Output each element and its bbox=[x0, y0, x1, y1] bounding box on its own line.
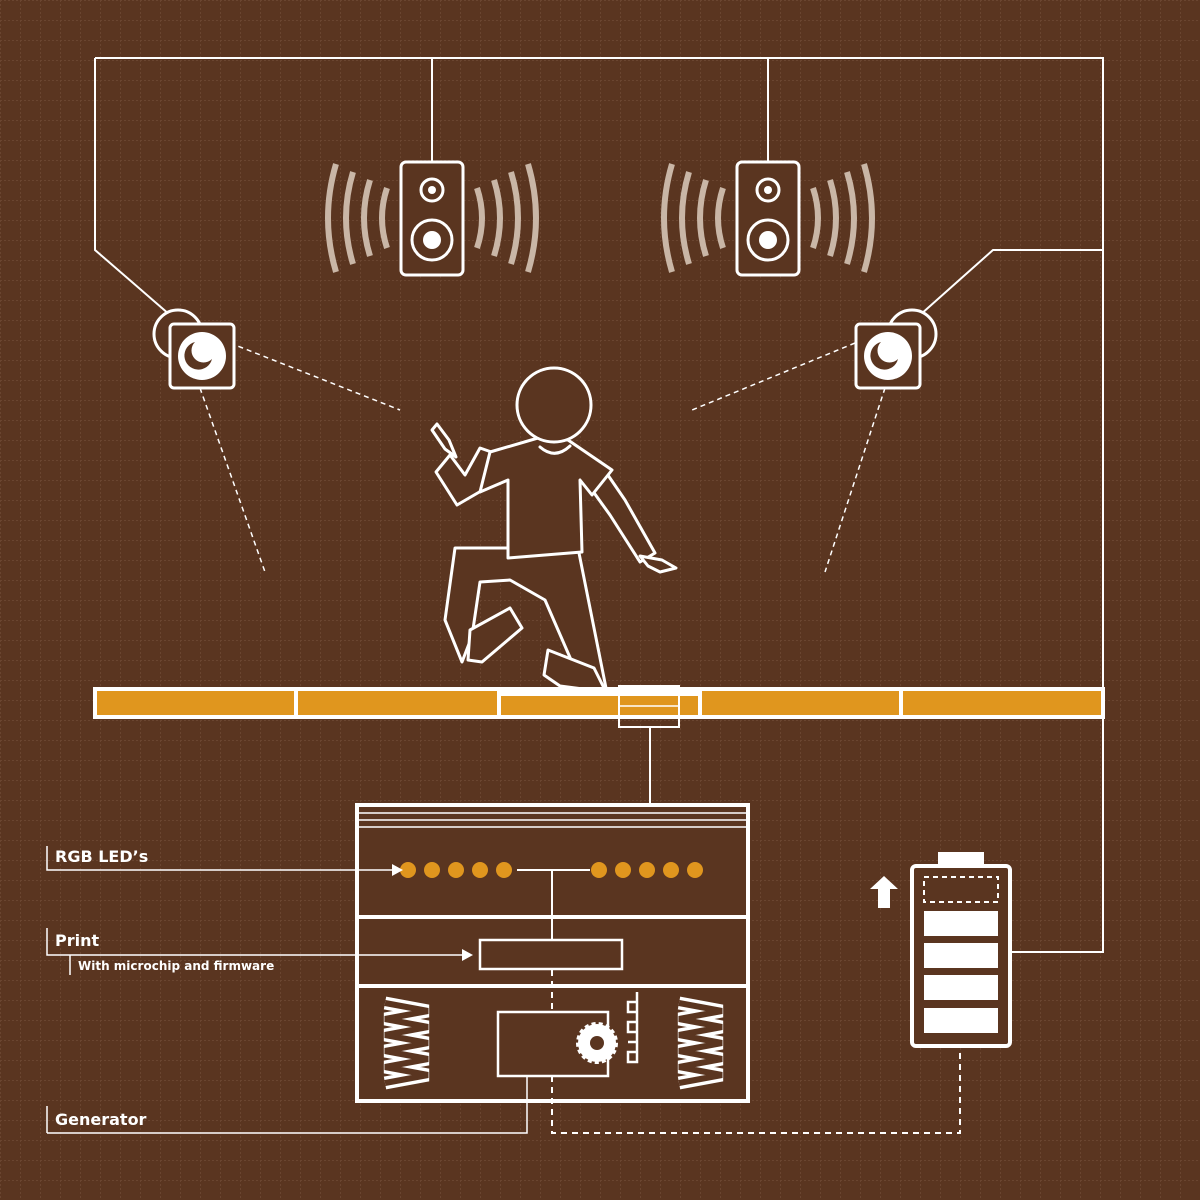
unit-top-lines bbox=[357, 812, 748, 828]
floor-tile-1 bbox=[97, 691, 294, 715]
floor-tile-2 bbox=[298, 691, 497, 715]
battery-bar bbox=[924, 975, 998, 1000]
spotlight-right bbox=[691, 308, 938, 573]
battery-bar bbox=[924, 1008, 998, 1033]
spotlight-left bbox=[152, 308, 401, 573]
label-generator-text: Generator bbox=[55, 1110, 147, 1129]
speaker-left bbox=[325, 160, 539, 277]
charge-line bbox=[551, 1045, 961, 1134]
sound-waves-left bbox=[325, 163, 539, 273]
dancer-icon bbox=[430, 366, 678, 694]
label-print-subtext: With microchip and firmware bbox=[78, 959, 274, 973]
dancer-head bbox=[515, 366, 593, 444]
floor-tile-3-pressed bbox=[501, 696, 698, 715]
dancer-left-shoe bbox=[466, 606, 524, 664]
label-rgb-leds: RGB LED’s bbox=[46, 846, 403, 876]
battery-bar-empty bbox=[923, 876, 999, 903]
speaker-icon bbox=[735, 160, 801, 277]
rgb-led bbox=[615, 862, 631, 878]
battery-bar bbox=[924, 943, 998, 968]
floor-tiles bbox=[93, 685, 1105, 728]
dancer-pointing-hand bbox=[638, 554, 678, 574]
generator-unit bbox=[355, 803, 750, 1103]
spotlight-icon bbox=[152, 308, 236, 390]
dancer-legs bbox=[443, 546, 608, 694]
charge-arrow-icon bbox=[870, 876, 898, 908]
label-rgb-leds-text: RGB LED’s bbox=[55, 847, 148, 866]
dancer-collar bbox=[538, 444, 572, 455]
label-print: Print With microchip and firmware bbox=[46, 928, 473, 975]
wiring bbox=[94, 57, 1104, 953]
rgb-led bbox=[687, 862, 703, 878]
battery-bar bbox=[924, 911, 998, 936]
rgb-led bbox=[639, 862, 655, 878]
spotlight-icon bbox=[854, 308, 938, 390]
rgb-led bbox=[424, 862, 440, 878]
label-print-text: Print bbox=[55, 931, 99, 950]
rgb-led bbox=[496, 862, 512, 878]
speaker-right bbox=[661, 160, 875, 277]
generator-leader-line bbox=[47, 1076, 528, 1134]
rgb-led bbox=[400, 862, 416, 878]
left-spot-wire bbox=[94, 58, 171, 316]
dancer-raised-finger bbox=[430, 422, 458, 459]
floor-tile-4 bbox=[702, 691, 899, 715]
sound-waves-right bbox=[661, 163, 875, 273]
gear-rack bbox=[626, 992, 639, 1064]
right-spot-wire bbox=[919, 249, 1103, 316]
rgb-led-row bbox=[400, 862, 703, 878]
rgb-led bbox=[591, 862, 607, 878]
top-wire bbox=[95, 57, 1104, 953]
light-beam-left bbox=[199, 342, 401, 573]
speaker-icon bbox=[399, 160, 465, 277]
print-circuit-board bbox=[478, 938, 624, 971]
gear-icon bbox=[576, 1022, 618, 1064]
battery-icon bbox=[910, 852, 1012, 1048]
label-generator: Generator bbox=[46, 1106, 147, 1133]
rgb-led bbox=[663, 862, 679, 878]
floor-tile-5 bbox=[903, 691, 1101, 715]
light-beam-right bbox=[691, 342, 886, 573]
rgb-led bbox=[448, 862, 464, 878]
rgb-led bbox=[472, 862, 488, 878]
